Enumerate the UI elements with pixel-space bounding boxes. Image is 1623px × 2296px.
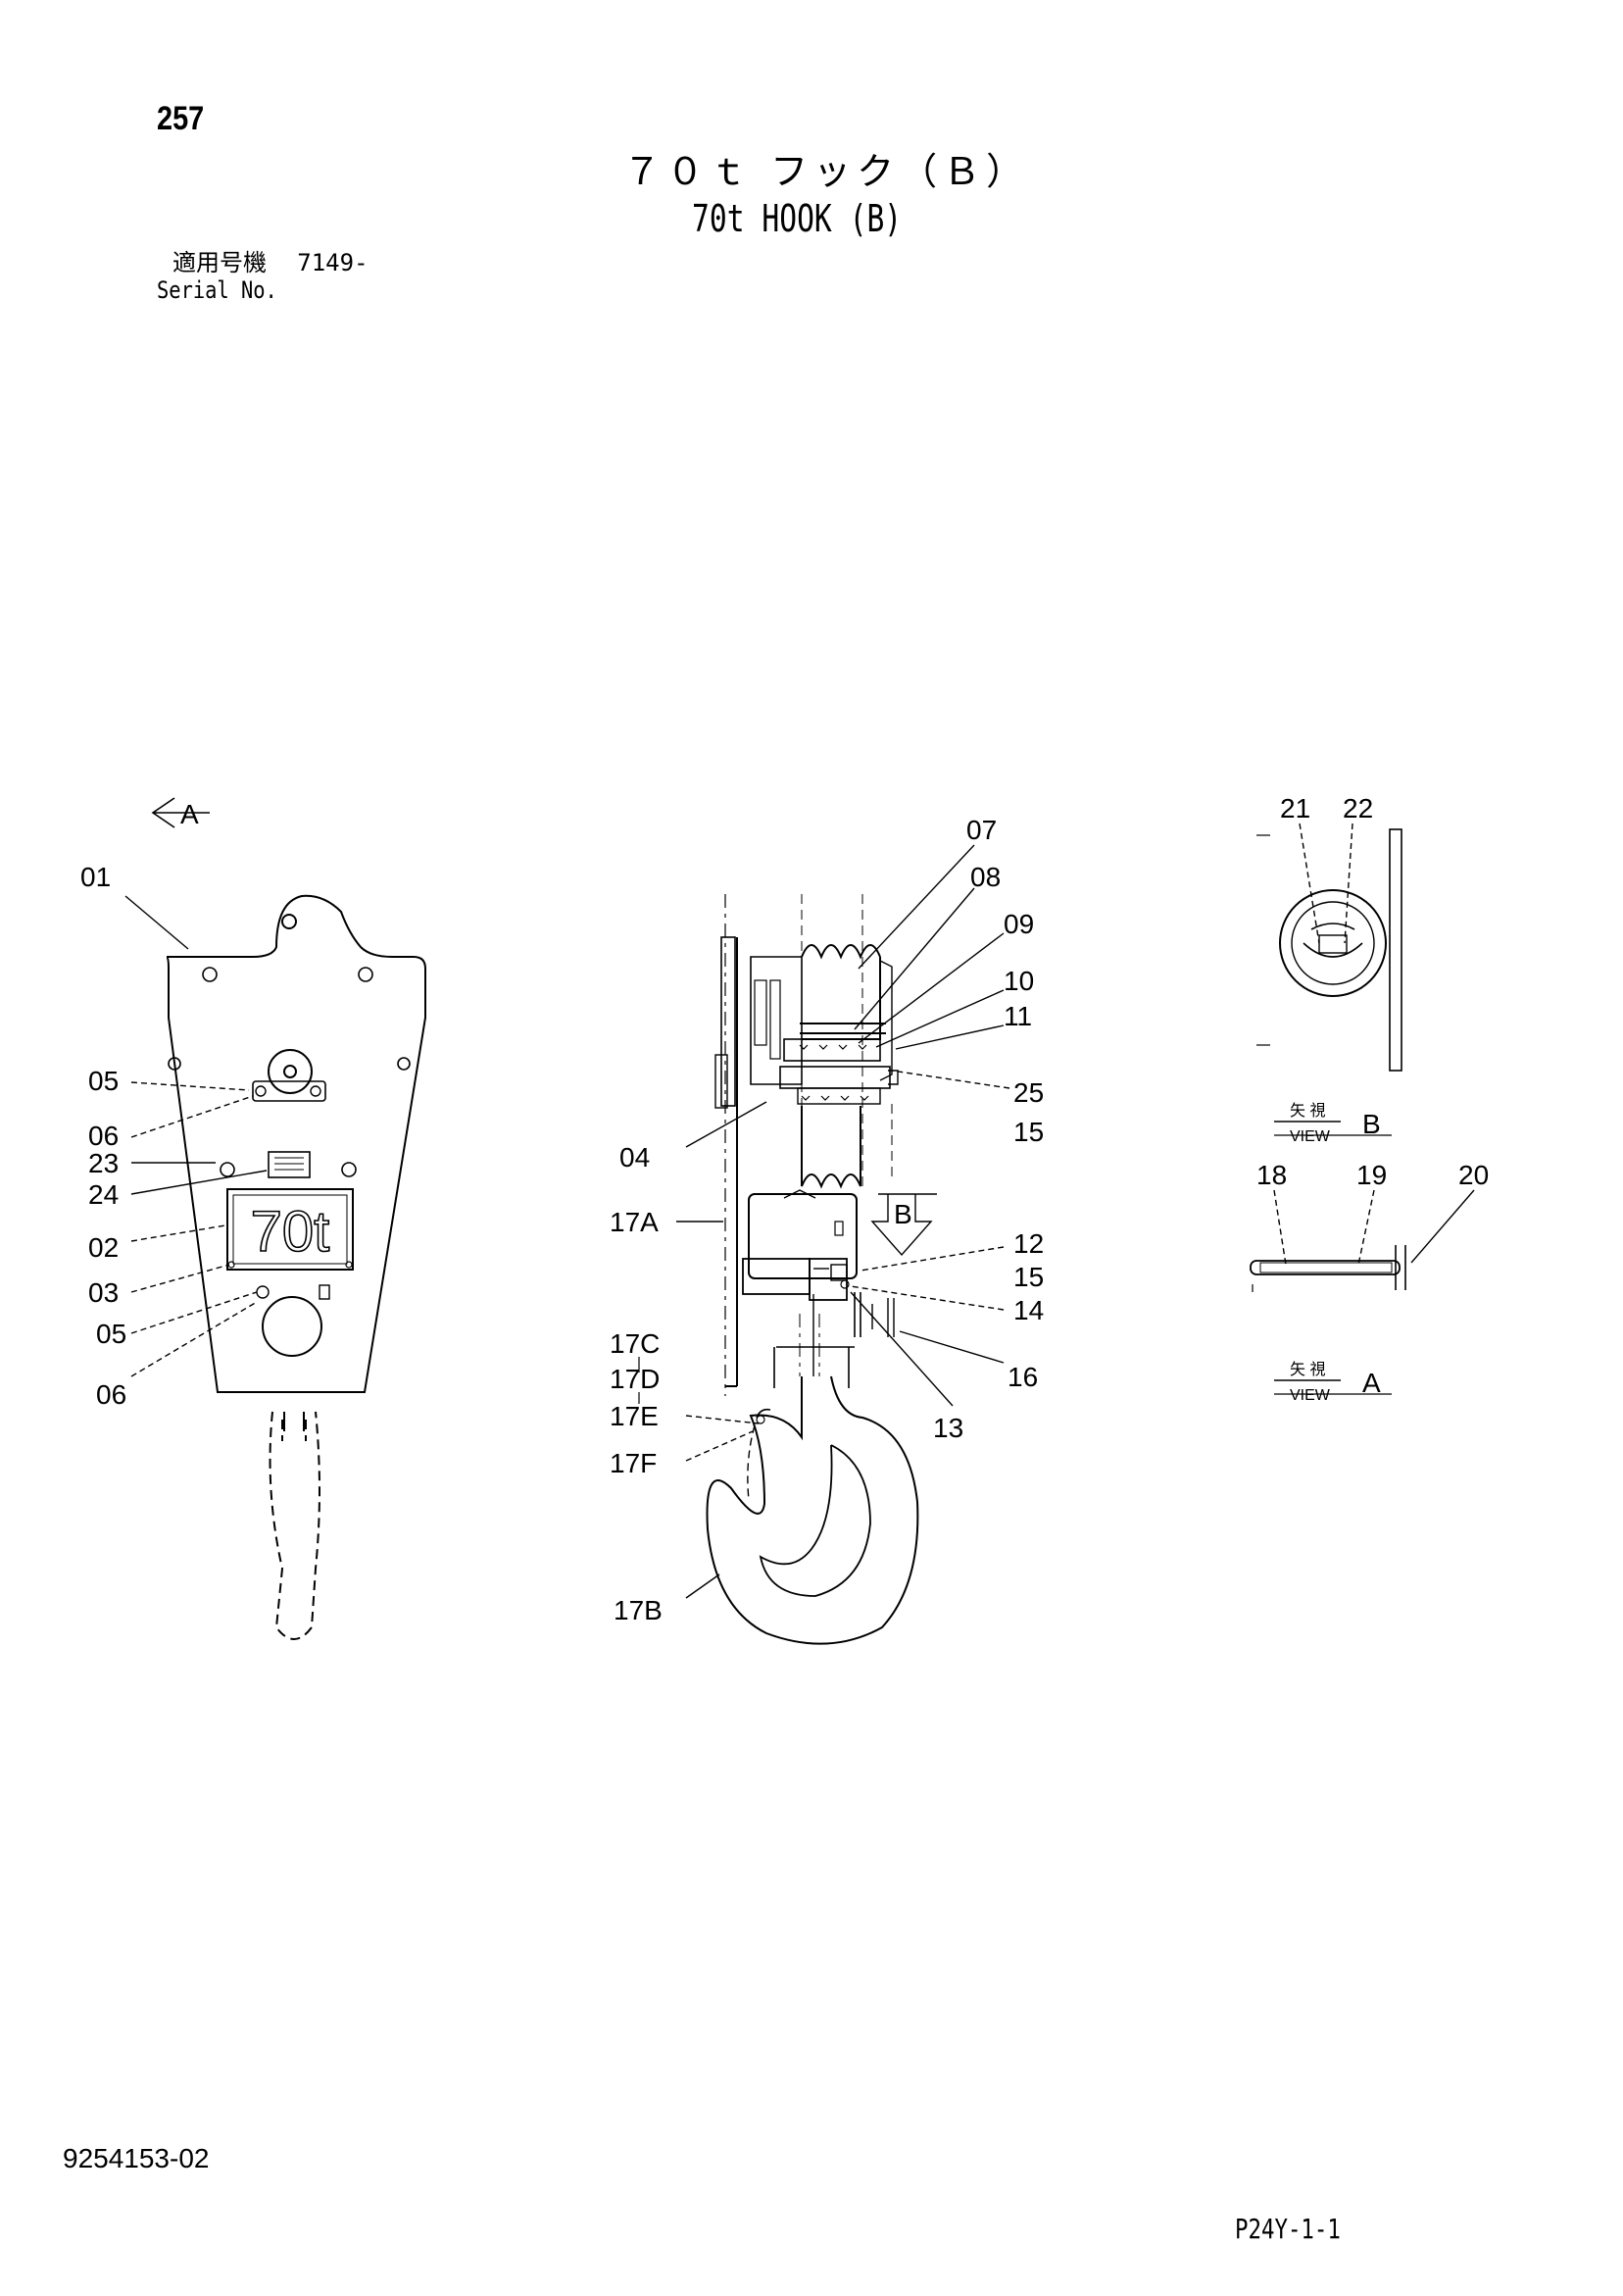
part-label: 14 — [1013, 1295, 1044, 1325]
side-view-hook-block — [706, 894, 937, 1645]
part-label: 18 — [1256, 1160, 1287, 1190]
side-view-labels-right: 07 08 09 10 11 25 15 12 15 14 16 13 — [933, 815, 1044, 1443]
part-label: 16 — [1008, 1362, 1038, 1392]
page-number: 257 — [157, 100, 205, 137]
part-label: 03 — [88, 1277, 119, 1308]
part-label: 22 — [1343, 793, 1373, 824]
part-label: 23 — [88, 1148, 119, 1178]
leader-lines-front — [124, 895, 268, 1377]
title-japanese: ７０ｔ フック（Ｂ） — [623, 150, 1030, 193]
sheave-axle — [268, 1049, 313, 1094]
part-label: 04 — [619, 1142, 650, 1173]
view-b-arrow-icon — [870, 1194, 933, 1257]
part-label: 13 — [933, 1413, 963, 1443]
part-label: 17D — [610, 1364, 660, 1394]
view-a-caption-en: VIEW — [1290, 1387, 1331, 1404]
part-label: 15 — [1013, 1262, 1044, 1292]
front-view-hook-block: 70t — [151, 797, 426, 1640]
crosshead — [742, 1189, 858, 1301]
view-b-caption-en: VIEW — [1290, 1128, 1331, 1145]
view-b-labels: 21 22 矢 視 VIEW B — [1280, 793, 1381, 1145]
view-a-arrow-letter: A — [180, 799, 199, 829]
lower-sheaves — [797, 1087, 881, 1189]
capacity-nameplate — [226, 1188, 354, 1271]
hook-shank-hidden — [269, 1411, 320, 1640]
part-label: 15 — [1013, 1117, 1044, 1147]
nameplate-text: 70t — [251, 1200, 330, 1264]
view-a-detail — [1250, 1245, 1406, 1292]
part-label: 17F — [610, 1448, 657, 1478]
part-label: 07 — [966, 815, 997, 845]
view-b-detail — [1256, 828, 1402, 1072]
part-label: 11 — [1004, 1001, 1032, 1031]
view-a-caption-letter: A — [1362, 1368, 1381, 1398]
part-label: 01 — [80, 862, 111, 892]
part-label: 10 — [1004, 966, 1034, 996]
title-english: 70t HOOK (B) — [692, 197, 903, 240]
leader-lines-side — [638, 844, 1010, 1599]
view-b-caption-letter: B — [1362, 1109, 1381, 1139]
front-view-labels: 01 05 06 23 24 02 03 05 06 — [80, 862, 126, 1410]
part-label: 02 — [88, 1232, 119, 1263]
hook-body — [706, 1375, 919, 1645]
lower-sheave-pin — [262, 1296, 322, 1357]
part-label: 12 — [1013, 1228, 1044, 1259]
part-label: 20 — [1458, 1160, 1489, 1190]
document-number: 9254153-02 — [63, 2143, 210, 2173]
sheet-reference: P24Y-1-1 — [1235, 2213, 1341, 2245]
view-b-caption-jp: 矢 視 — [1290, 1102, 1325, 1120]
part-label: 24 — [88, 1179, 119, 1210]
upper-sheaves — [750, 944, 893, 1085]
part-label: 06 — [96, 1379, 126, 1410]
part-label: 06 — [88, 1121, 119, 1151]
bolt-icon — [168, 967, 411, 1177]
part-label: 08 — [970, 862, 1001, 892]
view-a-caption-jp: 矢 視 — [1290, 1361, 1325, 1378]
hook-block-body — [166, 894, 426, 1393]
caution-plate — [268, 1151, 311, 1178]
part-label: 17C — [610, 1328, 660, 1359]
serial-line-japanese: 適用号機 7149- — [172, 251, 369, 275]
view-b-arrow-letter: B — [894, 1199, 912, 1229]
part-label: 17A — [610, 1207, 659, 1237]
part-label: 17E — [610, 1401, 659, 1431]
serial-label-jp: 適用号機 — [172, 249, 267, 276]
sheave-axle-side — [779, 1038, 899, 1089]
part-label: 19 — [1356, 1160, 1387, 1190]
part-label: 09 — [1004, 909, 1034, 939]
part-label: 21 — [1280, 793, 1310, 824]
serial-value: 7149- — [297, 249, 369, 276]
part-label: 25 — [1013, 1077, 1044, 1108]
part-label: 17B — [614, 1595, 663, 1625]
side-view-labels-left: 04 17A 17C 17D 17E 17F 17B — [610, 1142, 663, 1625]
leader-lines-view-b — [1299, 823, 1353, 944]
view-a-labels: 18 19 20 矢 視 VIEW A — [1256, 1160, 1489, 1404]
serial-label-english: Serial No. — [157, 276, 277, 304]
leader-lines-view-a — [1273, 1189, 1475, 1266]
part-label: 05 — [96, 1319, 126, 1349]
part-label: 05 — [88, 1066, 119, 1096]
view-a-arrow-icon — [151, 797, 210, 828]
